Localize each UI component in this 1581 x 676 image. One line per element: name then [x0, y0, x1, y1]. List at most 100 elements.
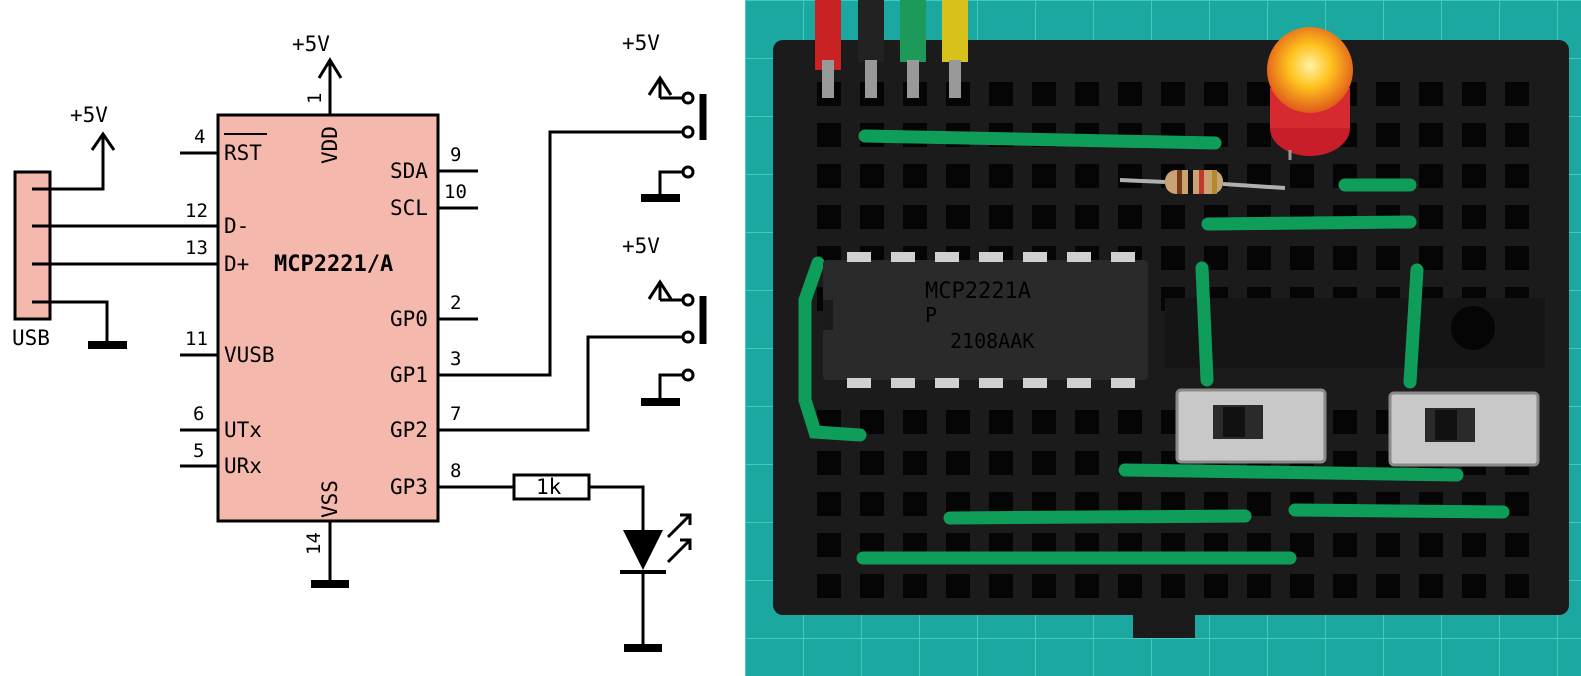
breadboard-hole: [817, 574, 841, 598]
breadboard-hole: [1462, 205, 1486, 229]
breadboard-hole: [1290, 246, 1314, 270]
pin-name: SCL: [390, 196, 428, 220]
wire-gp1: [438, 130, 690, 377]
breadboard-hole: [1419, 123, 1443, 147]
pin-num: 6: [193, 403, 204, 425]
breadboard-hole: [1075, 164, 1099, 188]
breadboard-hole: [1333, 533, 1357, 557]
breadboard-hole: [817, 164, 841, 188]
breadboard-hole: [817, 451, 841, 475]
breadboard-hole: [1075, 574, 1099, 598]
breadboard-photo: MCP2221A P 2108AAK: [745, 0, 1581, 676]
breadboard-hole: [1376, 533, 1400, 557]
breadboard-hole: [1118, 164, 1142, 188]
chip-pin: [847, 252, 871, 262]
breadboard-hole: [1333, 574, 1357, 598]
led-symbol: [620, 513, 692, 652]
pin-num: 9: [450, 144, 461, 166]
breadboard-hole: [860, 574, 884, 598]
breadboard-hole: [1505, 205, 1529, 229]
breadboard-hole: [1032, 451, 1056, 475]
chip-pin: [1111, 378, 1135, 388]
resistor: 1k: [512, 473, 645, 530]
breadboard-hole: [1161, 205, 1185, 229]
breadboard-hole: [860, 205, 884, 229]
breadboard-hole: [989, 205, 1013, 229]
pin-num: 8: [450, 460, 461, 482]
breadboard-hole: [1161, 82, 1185, 106]
chip-pin: [1067, 378, 1091, 388]
pin-num: 10: [444, 181, 467, 203]
chip-pin: [891, 378, 915, 388]
breadboard-hole: [1333, 246, 1357, 270]
pin-name: GP1: [390, 363, 428, 387]
breadboard-hole: [989, 164, 1013, 188]
breadboard-hole: [1118, 205, 1142, 229]
ground-vss: [311, 521, 349, 588]
pin-num: 14: [303, 532, 325, 555]
pin-name: D-: [224, 214, 249, 238]
breadboard-hole: [1290, 164, 1314, 188]
breadboard-hole: [1376, 123, 1400, 147]
breadboard-hole: [1505, 82, 1529, 106]
breadboard-hole: [1204, 82, 1228, 106]
breadboard-hole: [989, 82, 1013, 106]
breadboard-hole: [1505, 246, 1529, 270]
breadboard-hole: [1032, 205, 1056, 229]
supply-label: +5V: [622, 31, 660, 55]
breadboard-hole: [1118, 574, 1142, 598]
breadboard-hole: [1333, 410, 1357, 434]
breadboard-hole: [946, 205, 970, 229]
breadboard-hole: [1376, 574, 1400, 598]
pin-name: D+: [224, 252, 249, 276]
pin-num: 11: [185, 328, 208, 350]
breadboard-hole: [1161, 246, 1185, 270]
chip-body: [216, 113, 440, 523]
pin-name: UTx: [224, 418, 262, 442]
breadboard-hole: [1462, 574, 1486, 598]
breadboard-hole: [1419, 246, 1443, 270]
breadboard-hole: [1419, 533, 1443, 557]
breadboard-hole: [1032, 164, 1056, 188]
jumper-wires: [798, 129, 1510, 565]
breadboard-hole: [860, 164, 884, 188]
breadboard-hole: [1376, 246, 1400, 270]
pin-num: 4: [194, 126, 205, 148]
chip-marking: MCP2221A: [925, 279, 1031, 304]
breadboard-hole: [1032, 82, 1056, 106]
breadboard-hole: [1161, 574, 1185, 598]
breadboard-hole: [1247, 82, 1271, 106]
chip-pin: [935, 378, 959, 388]
breadboard-hole: [1419, 205, 1443, 229]
breadboard-hole: [1075, 451, 1099, 475]
slide-switches: [1175, 388, 1540, 467]
usb-connector: USB: [12, 170, 52, 350]
mcp2221a-chip: MCP2221A P 2108AAK: [823, 252, 1148, 388]
supply-usb: +5V: [50, 103, 116, 191]
pin-name: GP0: [390, 307, 428, 331]
breadboard-hole: [946, 410, 970, 434]
chip-pin: [847, 378, 871, 388]
breadboard-hole: [1075, 82, 1099, 106]
breadboard-hole: [1075, 205, 1099, 229]
ground-usb: [50, 300, 127, 349]
chip-pin: [979, 378, 1003, 388]
switch-gp2: +5V: [622, 234, 707, 406]
breadboard-hole: [1462, 246, 1486, 270]
breadboard-hole: [817, 492, 841, 516]
breadboard-hole: [1462, 164, 1486, 188]
breadboard-hole: [860, 492, 884, 516]
breadboard-hole: [1419, 82, 1443, 106]
chip-pin: [1111, 252, 1135, 262]
pin-name: RST: [224, 141, 262, 165]
resistor-label: 1k: [536, 475, 562, 499]
breadboard-hole: [1505, 533, 1529, 557]
usb-label: USB: [12, 326, 50, 350]
breadboard-hole: [1505, 164, 1529, 188]
chip-name: MCP2221/A: [274, 252, 393, 277]
breadboard-hole: [946, 451, 970, 475]
pin-name: VDD: [318, 126, 342, 164]
supply-label: +5V: [622, 234, 660, 258]
chip-marking: P: [925, 303, 937, 327]
chip-pin: [1023, 378, 1047, 388]
